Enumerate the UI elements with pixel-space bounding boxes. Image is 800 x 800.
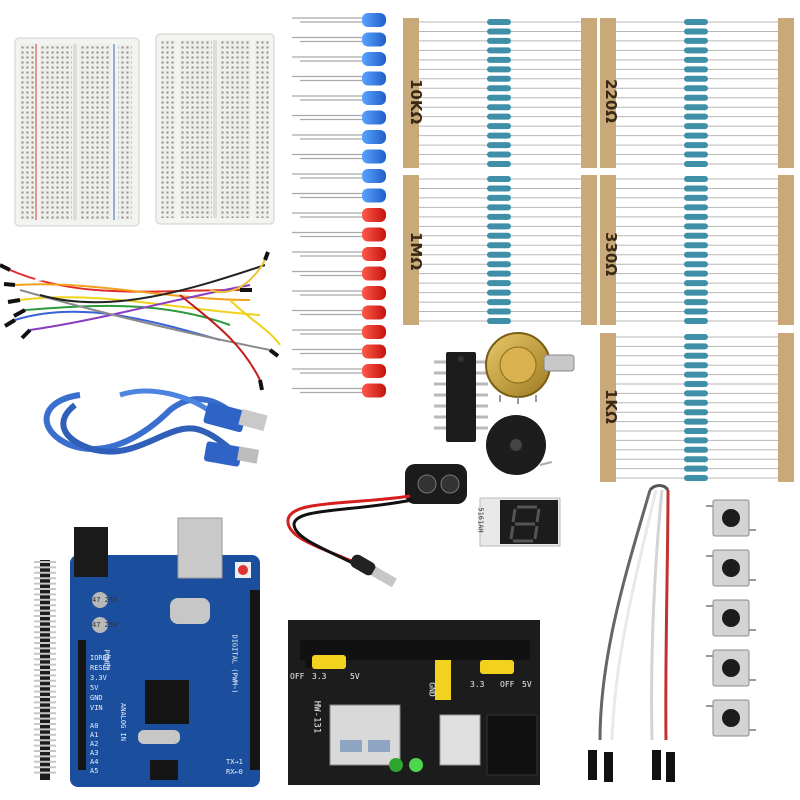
pm-label-off-left: OFF: [290, 672, 305, 681]
red-led: [292, 286, 386, 300]
jumper-wires: [0, 251, 281, 391]
header-pins: [34, 560, 56, 780]
resistor-strip: [403, 18, 597, 168]
red-led: [292, 344, 386, 359]
arduino-label-reset: RESET: [90, 664, 112, 672]
arduino-label-digital: DIGITAL (PWM~): [230, 634, 239, 694]
potentiometer: [485, 332, 575, 404]
arduino-label-33v: 3.3V: [90, 674, 107, 682]
arduino-label-analog: ANALOG IN: [118, 703, 127, 741]
blue-led: [292, 130, 386, 144]
resistor-label-1k: 1KΩ: [602, 389, 620, 424]
blue-led: [292, 71, 386, 86]
arduino-label-a0: A0: [90, 722, 99, 730]
blue-led: [292, 169, 386, 183]
resistor-strip: [600, 18, 794, 168]
arduino-label-tx: TX→1: [226, 758, 243, 766]
pm-label-gnd: GND: [427, 682, 437, 697]
seven-segment-part-number: 5161AH: [476, 507, 485, 533]
blue-led: [292, 91, 386, 105]
arduino-cap2-label: 47 25V: [92, 621, 118, 629]
arduino-cap1-label: 47 25V: [92, 596, 118, 604]
blue-led: [292, 149, 386, 164]
arduino-label-ioref: IOREF: [90, 654, 112, 662]
arduino-label-a1: A1: [90, 731, 99, 739]
red-led: [292, 383, 386, 398]
red-led: [292, 325, 386, 339]
push-buttons: [706, 499, 756, 737]
tactile-button: [706, 499, 756, 537]
arduino-label-a2: A2: [90, 740, 99, 748]
arduino-label-rx: RX←0: [226, 768, 243, 776]
battery-clip: [286, 464, 467, 588]
arduino-label-a5: A5: [90, 767, 99, 775]
dip-ic: [434, 352, 488, 442]
arduino-board: [70, 517, 260, 787]
breadboard-right: [155, 33, 275, 225]
pm-label-5v-left: 5V: [350, 672, 360, 681]
buzzer: [486, 415, 553, 475]
red-led: [292, 247, 386, 261]
red-led: [292, 305, 386, 320]
resistor-strip: [600, 333, 794, 482]
red-led: [292, 266, 386, 281]
arduino-label-a4: A4: [90, 758, 99, 766]
pm-label-33-right: 3.3: [470, 680, 485, 689]
power-module-model: HW-131: [311, 700, 322, 734]
seven-segment-display: [479, 497, 561, 547]
red-led: [292, 227, 386, 242]
tactile-button: [706, 549, 756, 587]
red-led: [292, 208, 386, 222]
tactile-button: [706, 599, 756, 637]
usb-cable: [43, 388, 268, 467]
red-led: [292, 364, 386, 378]
breadboard-left: [14, 37, 140, 227]
pm-label-33-left: 3.3: [312, 672, 327, 681]
tactile-button: [706, 699, 756, 737]
blue-led: [292, 13, 386, 27]
pm-label-5v-right: 5V: [522, 680, 532, 689]
resistor-label-330: 330Ω: [602, 232, 620, 277]
resistor-strip: [403, 175, 597, 325]
blue-led: [292, 32, 386, 47]
led-column: [292, 13, 386, 398]
blue-led: [292, 110, 386, 125]
resistor-label-220: 220Ω: [602, 79, 620, 124]
blue-led: [292, 52, 386, 66]
arduino-label-vin: VIN: [90, 704, 103, 712]
dupont-cable: [588, 484, 675, 782]
arduino-label-5v: 5V: [90, 684, 99, 692]
arduino-label-a3: A3: [90, 749, 99, 757]
resistor-label-10k: 10KΩ: [407, 79, 425, 125]
pm-label-off-right: OFF: [500, 680, 515, 689]
arduino-label-gnd: GND: [90, 694, 103, 702]
resistor-strip: [600, 175, 794, 325]
blue-led: [292, 188, 386, 203]
resistor-label-1m: 1MΩ: [407, 232, 425, 271]
power-module: [288, 620, 540, 785]
resistor-strips-graphics: [403, 18, 794, 482]
tactile-button: [706, 649, 756, 687]
